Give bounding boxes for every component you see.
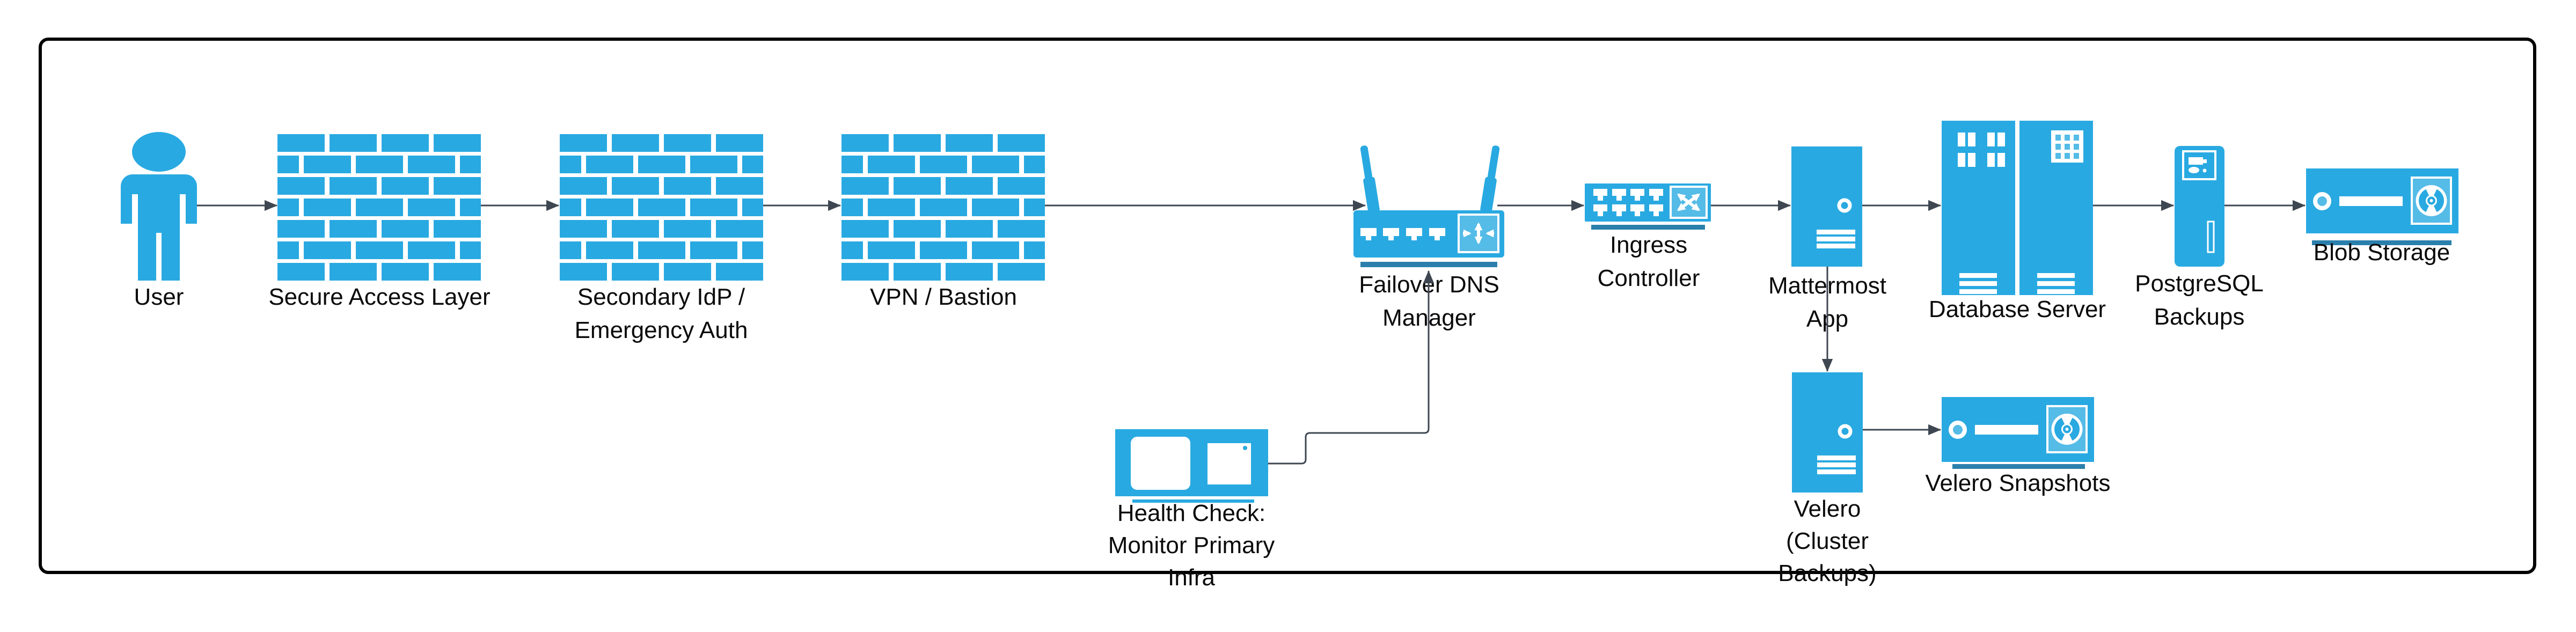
switch-icon — [1585, 183, 1711, 230]
person-icon — [121, 132, 197, 281]
devices-monitor-icon — [1115, 429, 1268, 503]
node-label-velero-snapshots: Velero Snapshots — [1925, 470, 2111, 496]
wireless-router-icon — [1353, 145, 1504, 267]
icon-underline — [1591, 225, 1705, 230]
icon-underline — [1132, 499, 1254, 503]
storage-disk-icon — [1942, 397, 2094, 469]
storage-disk-icon — [2306, 168, 2458, 245]
node-label-vpn-bastion: VPN / Bastion — [870, 284, 1017, 310]
node-label-secondary-idp: Secondary IdP /Emergency Auth — [574, 284, 748, 343]
backup-tower-icon — [2175, 146, 2224, 267]
node-label-user: User — [134, 284, 184, 310]
server-rack-icon — [1942, 121, 2093, 295]
node-label-secure-access-layer: Secure Access Layer — [268, 284, 491, 310]
node-label-database-server: Database Server — [1928, 296, 2106, 322]
icon-underline — [1952, 464, 2085, 469]
node-label-blob-storage: Blob Storage — [2313, 239, 2450, 266]
icon-underline — [2312, 240, 2451, 245]
icon-underline — [1360, 262, 1497, 267]
